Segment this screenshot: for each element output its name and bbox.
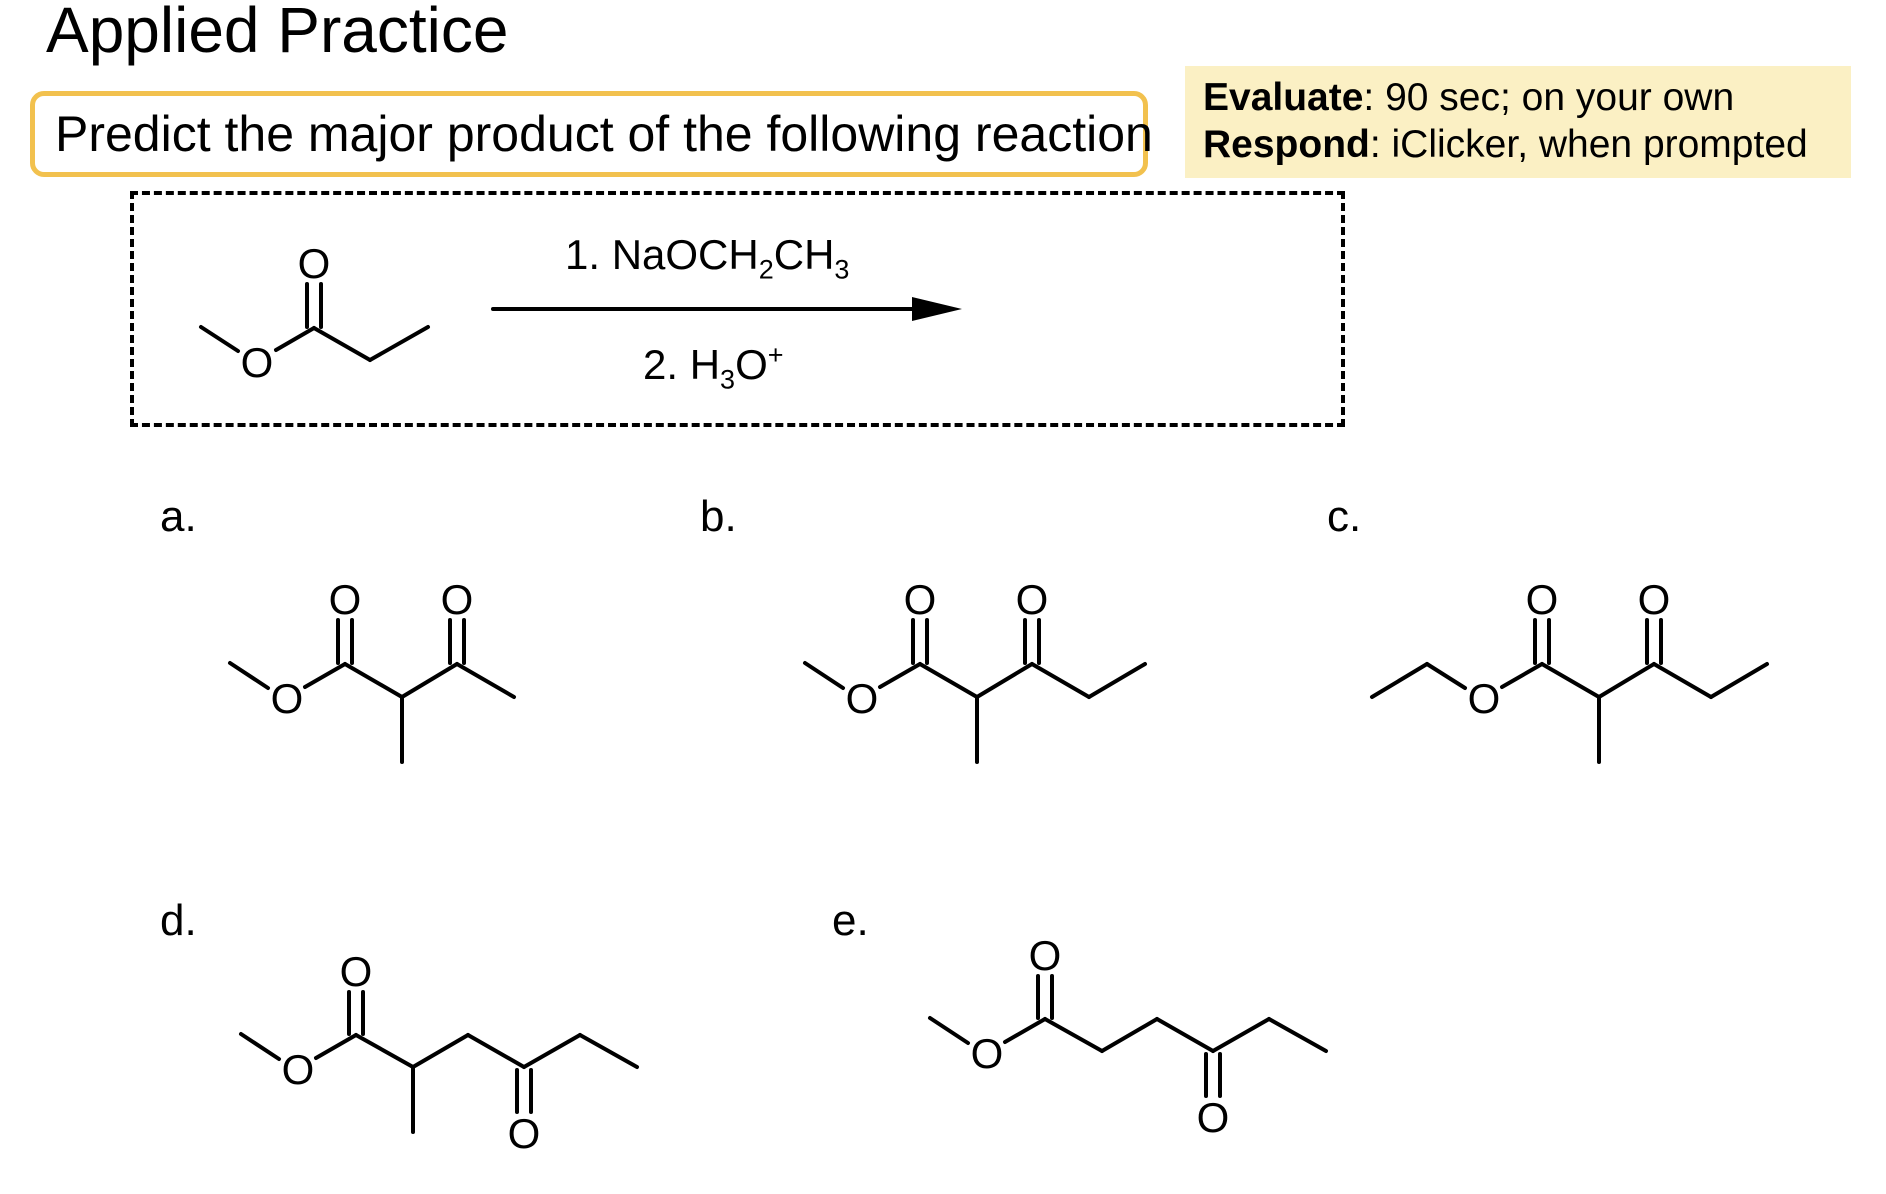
evaluate-line: Evaluate: 90 sec; on your own (1203, 74, 1851, 121)
slide-title: Applied Practice (46, 0, 509, 66)
evaluate-text: : 90 sec; on your own (1363, 76, 1735, 119)
instructions-panel: Evaluate: 90 sec; on your own Respond: i… (1185, 66, 1851, 178)
option-label-c: c. (1327, 492, 1362, 541)
a-ketone-oxygen: O (441, 576, 474, 623)
c-ester-oxygen: O (1468, 675, 1501, 722)
reagent-1-sub1: 2 (758, 254, 774, 285)
product-c-structure (1370, 618, 1769, 764)
reagent-2-sub: 3 (720, 364, 736, 395)
a-ester-carbonyl-oxygen: O (329, 576, 362, 623)
reagent-1-text: 1. NaOCH (565, 231, 759, 278)
reactant-ester-oxygen: O (241, 339, 274, 386)
e-ketone-oxygen: O (1197, 1094, 1230, 1141)
reagent-2-sup: + (767, 340, 784, 370)
reactant-structure (199, 282, 430, 362)
option-label-b: b. (700, 492, 737, 541)
option-label-e: e. (832, 896, 869, 945)
option-label-d: d. (160, 896, 197, 945)
b-ester-oxygen: O (846, 675, 879, 722)
respond-label: Respond (1203, 123, 1370, 166)
d-ester-oxygen: O (282, 1046, 315, 1093)
a-ester-oxygen: O (271, 675, 304, 722)
respond-line: Respond: iClicker, when prompted (1203, 121, 1851, 168)
reagent-1: 1. NaOCH2CH3 (565, 231, 849, 285)
reagent-2: 2. H3O+ (643, 340, 784, 395)
question-prompt: Predict the major product of the followi… (30, 91, 1153, 177)
option-label-a: a. (160, 492, 197, 541)
d-ketone-oxygen: O (508, 1110, 541, 1157)
product-a-structure (228, 618, 516, 764)
product-d-structure (239, 990, 639, 1134)
question-prompt-text: Predict the major product of the followi… (55, 106, 1153, 162)
product-e-structure (928, 974, 1328, 1098)
product-b-structure (803, 618, 1147, 764)
reaction-box (130, 191, 1345, 427)
reagent-2-text: 2. H (643, 341, 721, 388)
reaction-arrow-head (912, 297, 962, 321)
e-ester-oxygen: O (971, 1030, 1004, 1077)
b-ester-carbonyl-oxygen: O (904, 576, 937, 623)
reagent-1-sub2: 3 (834, 254, 850, 285)
c-ketone-oxygen: O (1638, 576, 1671, 623)
reagent-2-mid: O (735, 341, 768, 388)
b-ketone-oxygen: O (1016, 576, 1049, 623)
d-ester-carbonyl-oxygen: O (340, 948, 373, 995)
reagent-1-mid: CH (773, 231, 835, 278)
evaluate-label: Evaluate (1203, 76, 1364, 119)
c-ester-carbonyl-oxygen: O (1526, 576, 1559, 623)
respond-text: : iClicker, when prompted (1369, 123, 1808, 166)
reactant-carbonyl-oxygen: O (298, 240, 331, 287)
e-ester-carbonyl-oxygen: O (1029, 932, 1062, 979)
